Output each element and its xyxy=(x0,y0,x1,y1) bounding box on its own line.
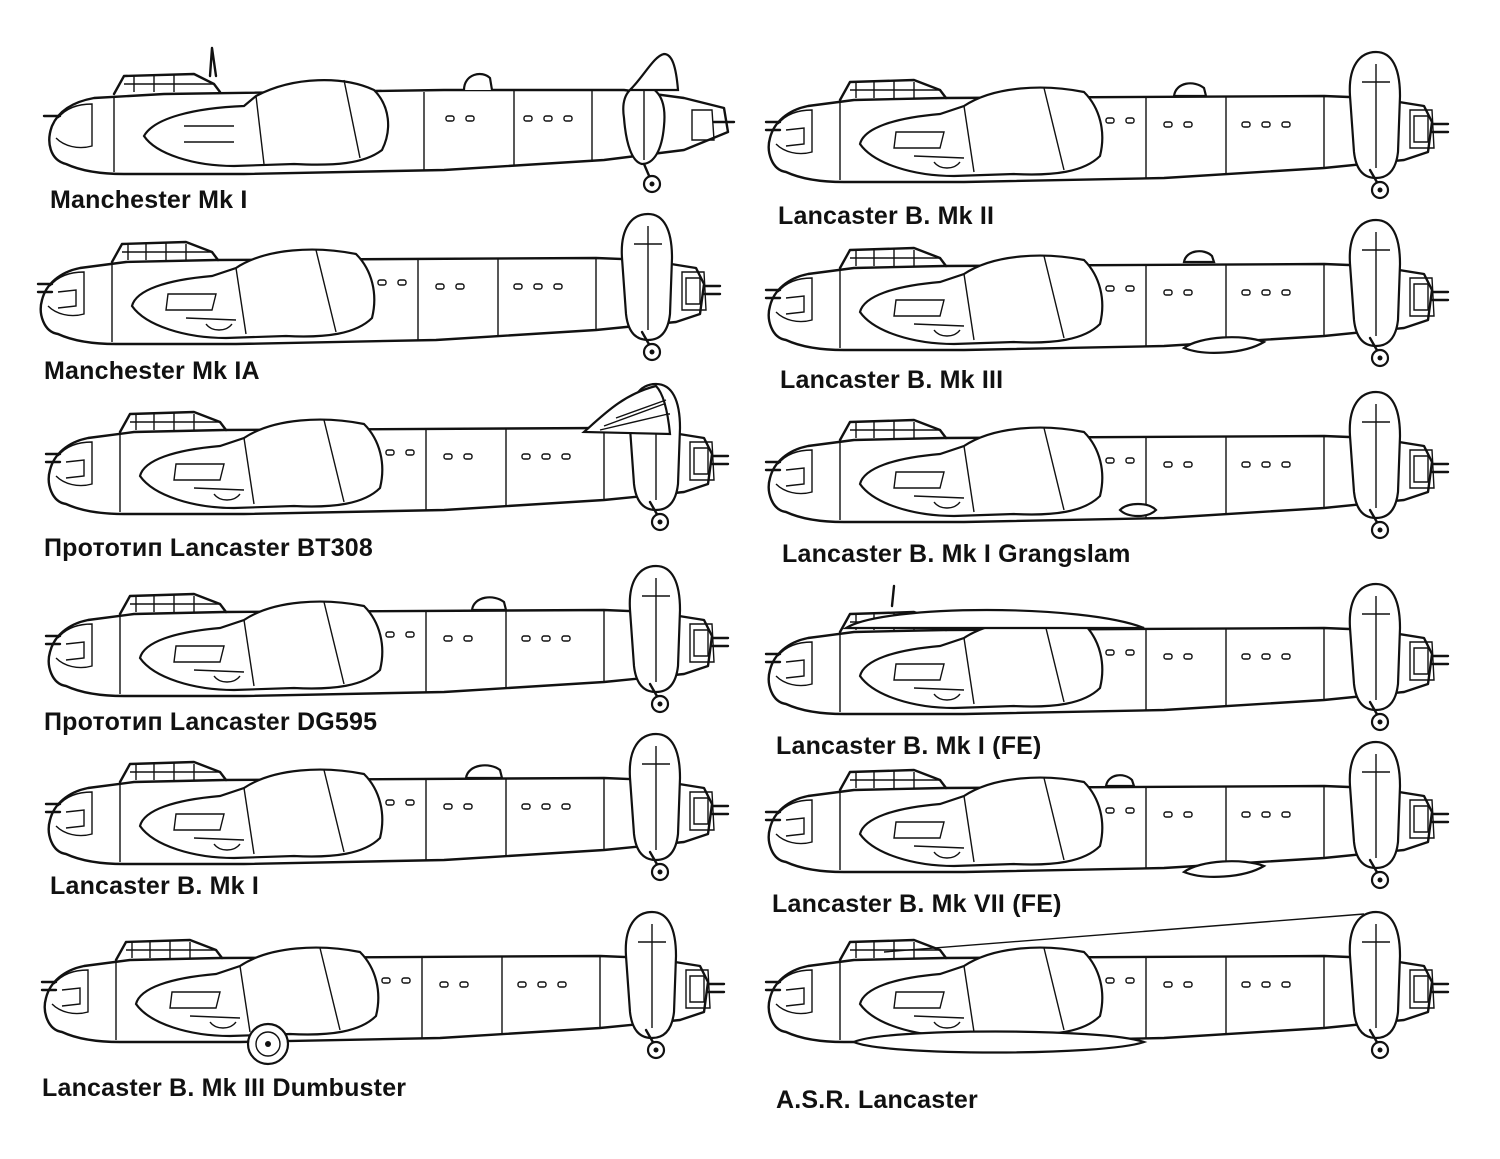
drawing-lancaster-b-mk2 xyxy=(764,50,1464,202)
caption-lancaster-b-mk1: Lancaster B. Mk I xyxy=(50,872,260,900)
drawing-lancaster-b-mk1-fe xyxy=(764,582,1464,734)
drawing-lancaster-b-mk7-fe xyxy=(764,740,1464,892)
drawing-lancaster-b-mk1-grandslam xyxy=(764,390,1464,542)
caption-lancaster-b-mk1-fe: Lancaster B. Mk I (FE) xyxy=(776,732,1042,760)
caption-manchester-mk1a: Manchester Mk IA xyxy=(44,357,260,385)
drawing-asr-lancaster xyxy=(764,910,1464,1062)
caption-lancaster-b-mk3: Lancaster B. Mk III xyxy=(780,366,1004,394)
drawing-lancaster-b-mk3-dambuster xyxy=(40,910,740,1066)
caption-prototype-dg595: Прототип Lancaster DG595 xyxy=(44,708,378,736)
caption-lancaster-b-mk2: Lancaster B. Mk II xyxy=(778,202,995,230)
drawing-manchester-mk1 xyxy=(42,46,744,196)
caption-prototype-bt308: Прототип Lancaster BT308 xyxy=(44,534,374,562)
caption-asr-lancaster: A.S.R. Lancaster xyxy=(776,1086,978,1114)
caption-manchester-mk1: Manchester Mk I xyxy=(50,186,248,214)
drawing-prototype-bt308 xyxy=(44,382,744,534)
drawing-manchester-mk1a xyxy=(36,212,736,364)
drawing-lancaster-b-mk3 xyxy=(764,218,1464,370)
caption-lancaster-b-mk3-dambuster: Lancaster B. Mk III Dumbuster xyxy=(42,1074,407,1102)
drawing-prototype-dg595 xyxy=(44,564,744,716)
caption-lancaster-b-mk7-fe: Lancaster B. Mk VII (FE) xyxy=(772,890,1062,918)
drawing-lancaster-b-mk1 xyxy=(44,732,744,884)
caption-lancaster-b-mk1-grandslam: Lancaster B. Mk I Grangslam xyxy=(782,540,1131,568)
